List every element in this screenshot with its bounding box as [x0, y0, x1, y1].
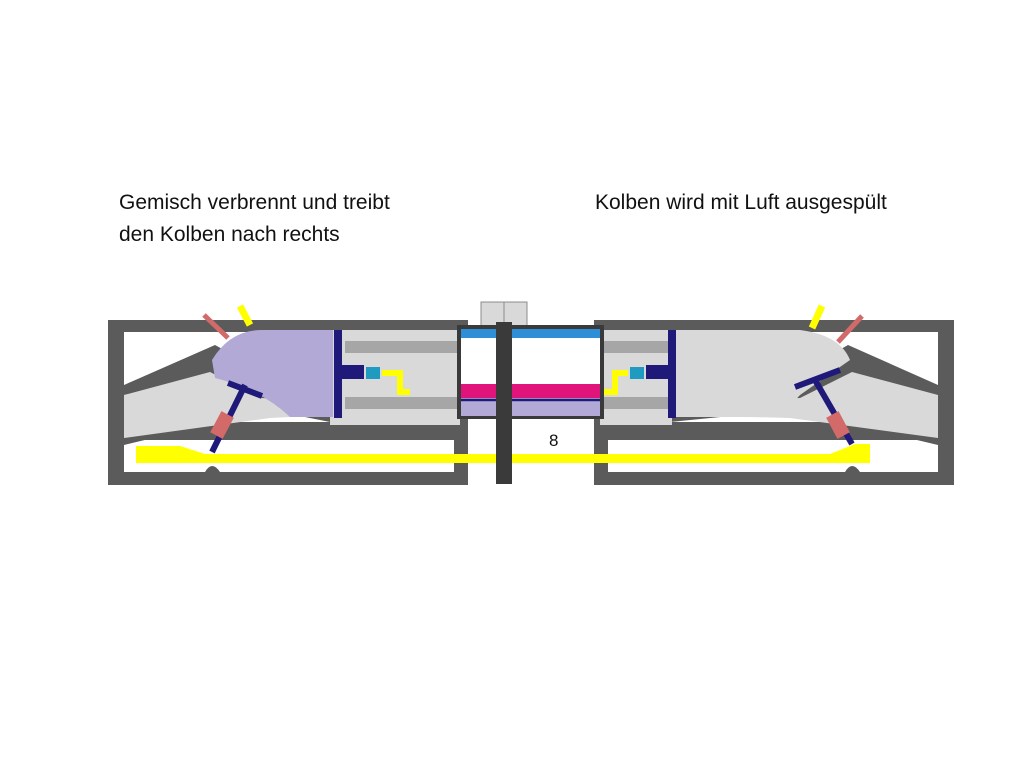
center-label: 8: [549, 431, 558, 450]
caption-left-line1: Gemisch verbrennt und treibt: [119, 191, 390, 214]
right-piston: [602, 330, 676, 418]
center-mechanism: [457, 301, 604, 484]
left-combustion-gas: [212, 330, 333, 417]
left-piston: [334, 330, 410, 418]
caption-left-line2: den Kolben nach rechts: [119, 223, 340, 246]
yellow-transfer-pipe: [136, 444, 870, 472]
right-valve: [793, 367, 855, 446]
caption-right: Kolben wird mit Luft ausgespült: [595, 191, 887, 214]
left-valve: [209, 380, 264, 454]
right-spark-plug: [808, 304, 864, 344]
caption-left: Gemisch verbrennt und treibt den Kolben …: [119, 187, 459, 251]
left-spark-plug: [202, 304, 254, 340]
